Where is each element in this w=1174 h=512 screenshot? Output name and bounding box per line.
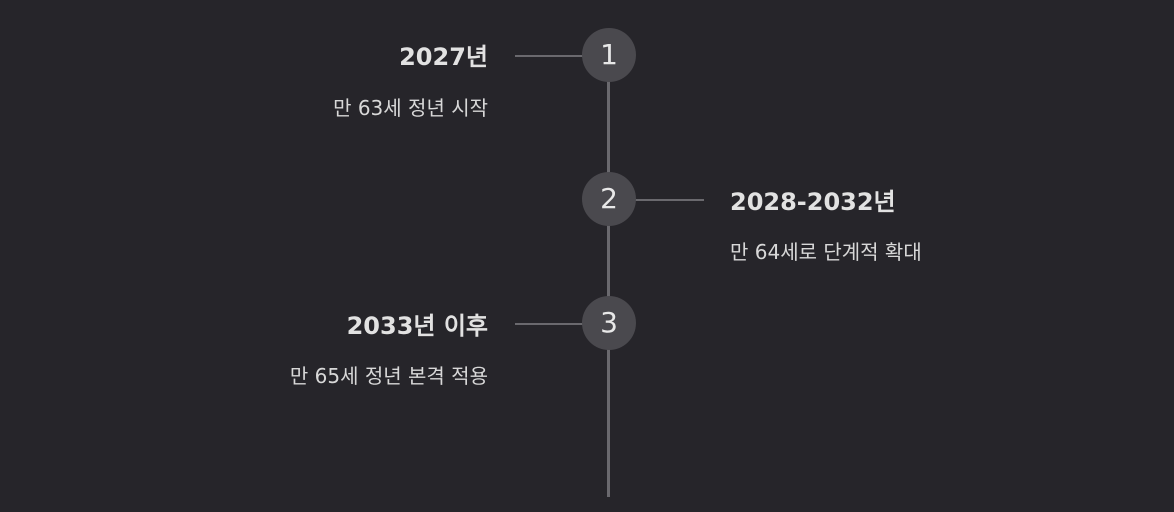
- step-1-node: 1: [582, 28, 636, 82]
- step-3-description: 만 65세 정년 본격 적용: [289, 364, 488, 388]
- step-2-node: 2: [582, 172, 636, 226]
- step-2-connector: [634, 199, 704, 201]
- step-1-description: 만 63세 정년 시작: [333, 96, 488, 120]
- step-2-title: 2028-2032년: [730, 188, 896, 216]
- step-3-title: 2033년 이후: [346, 312, 488, 340]
- step-2-description: 만 64세로 단계적 확대: [730, 240, 922, 264]
- step-1-connector: [515, 55, 585, 57]
- timeline-axis: [607, 55, 610, 497]
- step-3-node: 3: [582, 296, 636, 350]
- step-3-connector: [515, 323, 585, 325]
- step-1-title: 2027년: [399, 43, 488, 71]
